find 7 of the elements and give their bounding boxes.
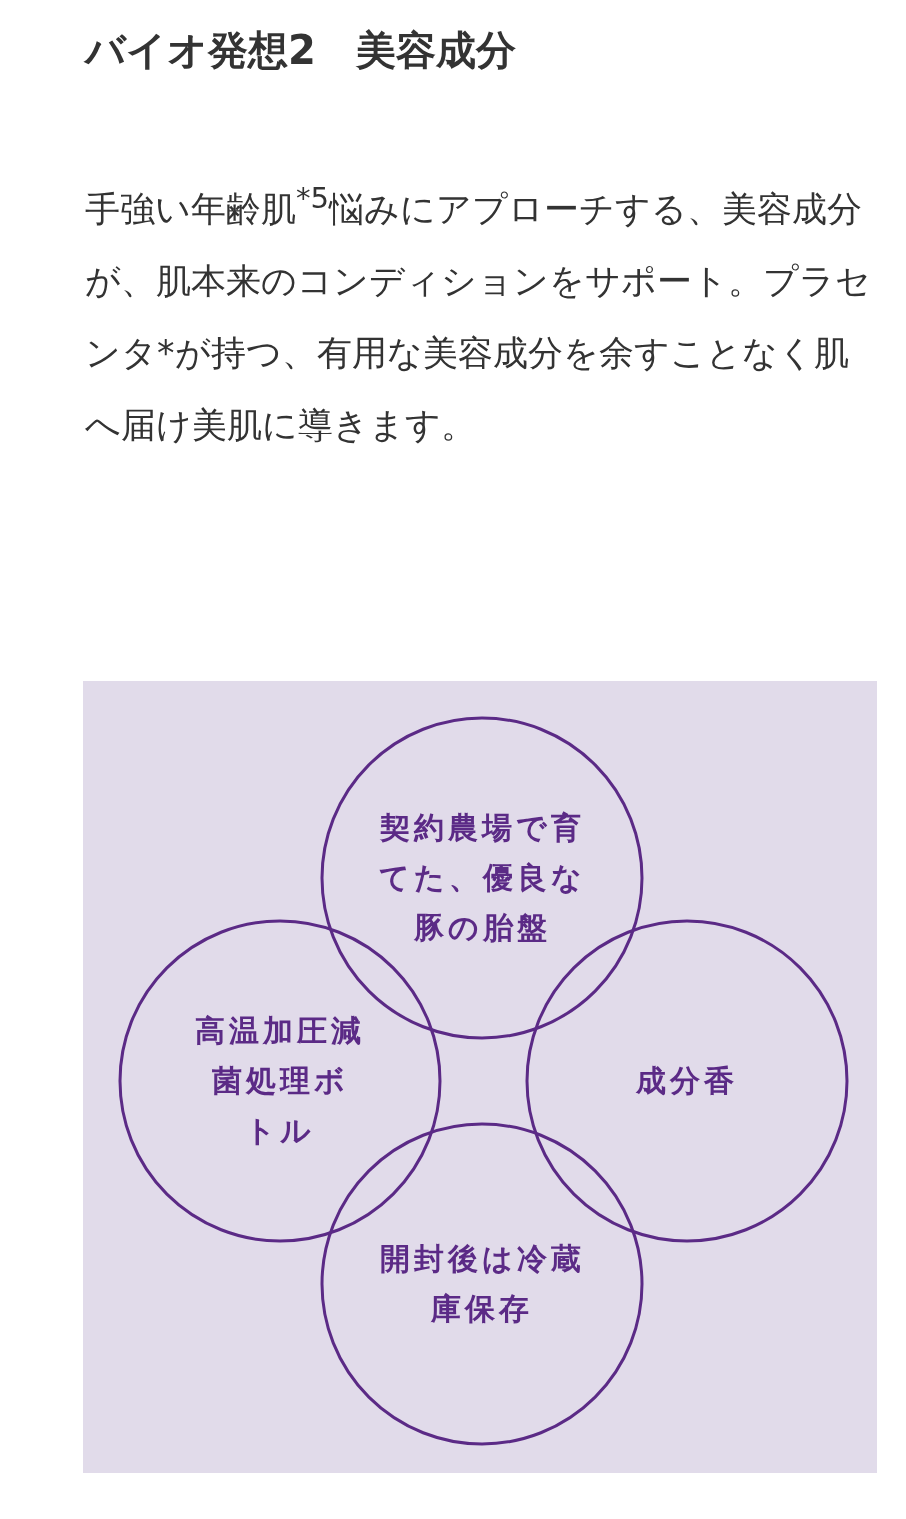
- heading: バイオ発想2 美容成分: [85, 26, 517, 75]
- circle-label: 契約農場で育てた、優良な豚の胎盤: [377, 809, 587, 947]
- body-text: 手強い年齢肌$^{*5}$悩みにアプローチする、美容成分が、肌本来のコンディションをサポート。プラセンタ*が持つ、有用な美容成分を余すことなく肌へ届け美肌に導きます。: [85, 180, 872, 447]
- circle-label: 成分香: [635, 1062, 739, 1100]
- circle-label: 高温加圧減菌処理ボトル: [195, 1012, 365, 1150]
- circle-label: 開封後は冷蔵庫保存: [378, 1240, 586, 1328]
- circle: [320, 1122, 644, 1446]
